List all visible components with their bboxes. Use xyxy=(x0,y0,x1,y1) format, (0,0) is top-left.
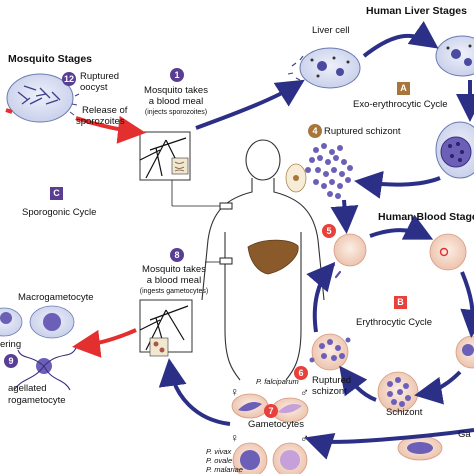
schizont-label: Schizont xyxy=(386,407,423,418)
arrow-rupture-merozoite xyxy=(306,261,336,333)
exflagellated-microgametocyte xyxy=(13,347,77,391)
rbc-trophozoite xyxy=(455,335,474,369)
arrow-mosquito-to-gametes xyxy=(72,328,137,358)
mosquito-inset-2 xyxy=(139,299,193,357)
cycle-a-badge: A xyxy=(397,82,410,95)
step-8-line3: (ingests gametocytes) xyxy=(139,288,209,295)
release-sporozoites-line1: Release of xyxy=(82,105,128,116)
erythrocytic-cycle-label: Erythrocytic Cycle xyxy=(356,317,433,328)
skin-marker-bottom xyxy=(219,257,233,265)
p-malariae-label: P. malariae xyxy=(206,465,243,474)
female-symbol-1: ♀ xyxy=(230,385,239,399)
cycle-c-badge: C xyxy=(50,187,63,200)
p-ovale-label: P. ovale xyxy=(206,456,233,465)
arrow-to-ring xyxy=(369,214,434,240)
oocyst xyxy=(6,73,74,123)
exo-erythrocytic-cycle-label: Exo-erythrocytic Cycle xyxy=(353,99,448,110)
exflagellated-line2: rogametocyte xyxy=(8,395,66,406)
vivax-gametocyte-female xyxy=(232,442,268,474)
step-1-line1: Mosquito takes xyxy=(144,85,208,96)
liver-cell-label: Liver cell xyxy=(312,25,350,36)
vivax-gametocyte-male xyxy=(272,442,308,474)
male-symbol-2: ♂ xyxy=(300,431,309,445)
arrow-ring-troph xyxy=(460,271,474,338)
step-4-label: Ruptured schizont xyxy=(324,126,401,137)
ookinete-cell-left xyxy=(0,307,23,337)
arrow-schizont-left xyxy=(354,170,441,199)
step-6-line1: Ruptured xyxy=(312,375,352,386)
rbc-schizont xyxy=(377,371,419,413)
male-symbol-1: ♂ xyxy=(300,385,309,399)
macrogametocyte-label: Macrogametocyte xyxy=(18,292,94,303)
sporozoite-dashes xyxy=(69,93,80,116)
sporozoites-near-liver xyxy=(287,55,304,81)
rbc-merozoite xyxy=(333,233,367,267)
liver-cell-2 xyxy=(435,35,474,77)
gametocytes-label: Gametocytes xyxy=(248,419,304,430)
step-6-badge: 6 xyxy=(294,366,308,380)
ruptured-rbc-schizont xyxy=(309,333,351,371)
exflagellated-line1: agellated xyxy=(8,383,47,394)
step-12-line1: Ruptured xyxy=(80,71,120,82)
arrow-liver-cell xyxy=(362,21,439,58)
step-12-line2: oocyst xyxy=(80,82,108,93)
liver-cell-1 xyxy=(299,47,361,89)
step-12-badge: 12 xyxy=(62,72,76,86)
step-7-badge: 7 xyxy=(264,404,278,418)
arrow-troph-schizont xyxy=(414,370,462,405)
p-falciparum-label: P. falciparum xyxy=(256,377,299,386)
step-8-line1: Mosquito takes xyxy=(142,264,206,275)
mosquito-inset-1 xyxy=(139,131,191,181)
step-4-badge: 4 xyxy=(308,124,322,138)
female-symbol-2: ♀ xyxy=(230,431,239,445)
release-sporozoites-line2: sporozoites xyxy=(76,116,125,127)
ring-fragment-label: ering xyxy=(0,339,22,350)
p-vivax-label: P. vivax xyxy=(206,447,232,456)
step-8-line2: a blood meal xyxy=(146,275,202,286)
human-liver-stages-title: Human Liver Stages xyxy=(366,5,467,17)
step-9-badge: 9 xyxy=(4,354,18,368)
step-8-badge: 8 xyxy=(170,248,184,262)
sporogonic-cycle-label: Sporogonic Cycle xyxy=(22,207,97,218)
arrow-gametocytes-to-mosquito xyxy=(158,358,231,426)
arrow-to-liver xyxy=(195,79,305,130)
ruptured-schizont-merozoites xyxy=(305,143,353,199)
liver-organ xyxy=(247,239,299,275)
step-6-line2: schizont xyxy=(312,386,347,397)
step-1-line2: a blood meal xyxy=(148,96,204,107)
cycle-b-badge: B xyxy=(394,296,407,309)
step-1-line3: (injects sporozoites) xyxy=(144,109,208,116)
arrow-schizont-rupture xyxy=(339,365,377,402)
gametocyte-fragment-label: Ga xyxy=(458,429,471,440)
falciparum-gametocyte-male xyxy=(271,397,309,423)
liver-schizont xyxy=(435,121,474,179)
step-1-badge: 1 xyxy=(170,68,184,82)
arrow-to-blood xyxy=(330,199,359,234)
skin-marker-top xyxy=(219,202,233,210)
mosquito-stages-title: Mosquito Stages xyxy=(8,53,93,65)
human-blood-stages-title: Human Blood Stages xyxy=(378,211,474,223)
arrow-gametocyte-lower xyxy=(304,428,474,460)
macrogametocyte-cell xyxy=(29,305,75,339)
arrow-oocyst-to-mosquito xyxy=(5,110,138,132)
rbc-ring xyxy=(429,233,467,271)
step-5-badge: 5 xyxy=(322,224,336,238)
rbc-gametocyte-right xyxy=(397,435,443,461)
